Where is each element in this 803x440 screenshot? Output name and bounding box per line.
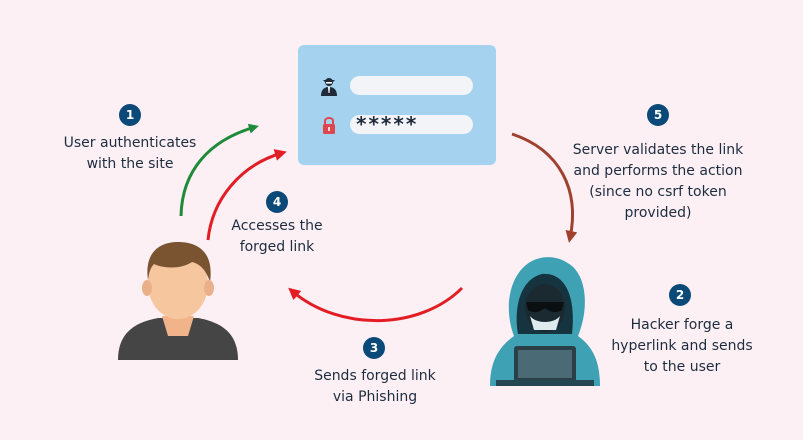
user-agent-icon	[321, 78, 337, 96]
step-3-caption: Sends forged link via Phishing	[314, 368, 436, 405]
person-icon	[118, 242, 238, 360]
username-field[interactable]	[350, 76, 473, 95]
arrow-server-validates	[511, 132, 578, 243]
step-2-badge: 2	[669, 284, 691, 306]
step-4-badge: 4	[266, 191, 288, 213]
arrow-access-forged-link	[206, 149, 287, 241]
step-2-caption: Hacker forge a hyperlink and sends to th…	[611, 317, 753, 375]
arrow-phishing	[288, 286, 464, 323]
step-1-badge: 1	[119, 104, 141, 126]
step-4-caption: Accesses the forged link	[231, 218, 323, 255]
lock-icon	[323, 117, 335, 134]
step-5-badge: 5	[647, 104, 669, 126]
step-1-caption: User authenticates with the site	[63, 135, 197, 172]
hooded-hacker-icon	[490, 257, 600, 386]
login-form-card: *****	[298, 45, 496, 165]
step-3-badge: 3	[363, 337, 385, 359]
step-5-caption: Server validates the link and performs t…	[572, 142, 744, 221]
password-field[interactable]: *****	[350, 114, 473, 134]
arrow-authenticate	[179, 123, 259, 217]
